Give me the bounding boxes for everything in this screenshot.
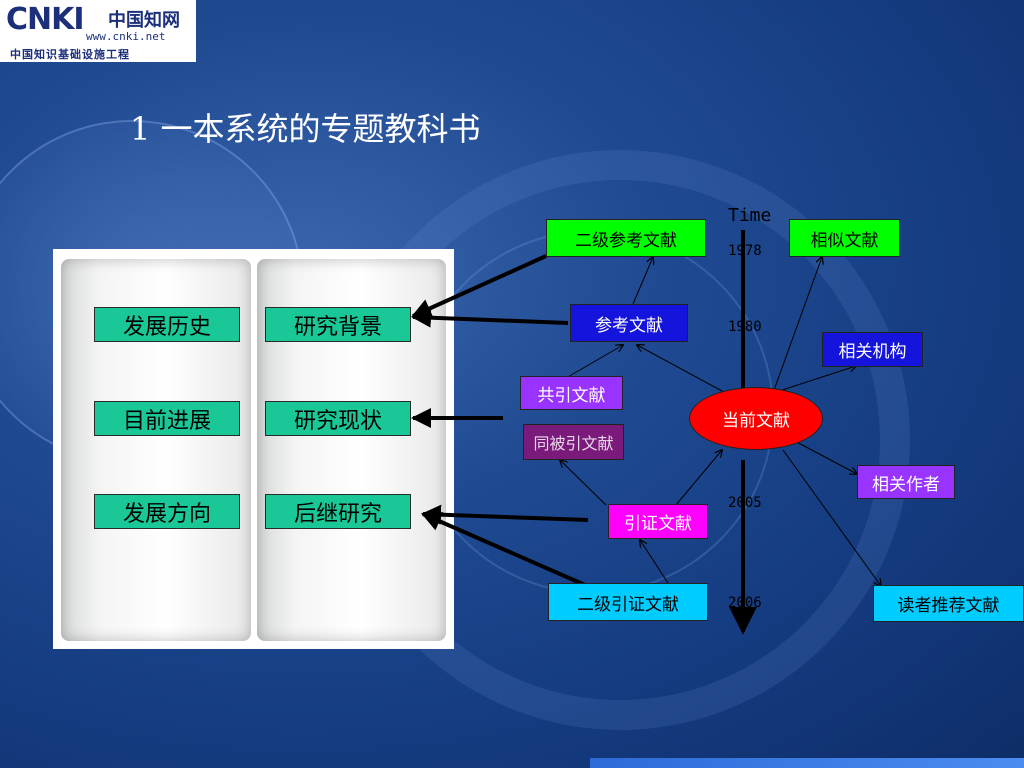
node-reference: 参考文献 <box>570 304 688 342</box>
cnki-logo: CNKI 中国知网 www.cnki.net 中国知识基础设施工程 <box>0 0 196 62</box>
arrow-current-to-author <box>792 439 857 474</box>
book-box-research-status: 研究现状 <box>265 401 411 436</box>
year-label-2006: 2006 <box>728 595 762 611</box>
node-citation: 引证文献 <box>608 504 708 539</box>
arrow-secondary-citation-to-book <box>421 512 586 587</box>
arrow-citation-to-current <box>675 450 722 506</box>
year-label-2005: 2005 <box>728 495 762 511</box>
bottom-accent-bar <box>590 758 1024 768</box>
node-related-institution: 相关机构 <box>822 332 923 367</box>
year-label-1980: 1980 <box>728 319 762 335</box>
arrow-reference-to-secondary-ref <box>632 257 653 305</box>
year-label-1978: 1978 <box>728 243 762 259</box>
book-box-development-direction: 发展方向 <box>94 494 240 529</box>
node-co-citation: 共引文献 <box>520 376 623 410</box>
node-secondary-citation: 二级引证文献 <box>548 583 708 621</box>
node-secondary-reference: 二级参考文献 <box>546 219 706 257</box>
arrow-cocitation-to-reference <box>565 345 623 379</box>
book-box-current-progress: 目前进展 <box>94 401 240 436</box>
node-current: 当前文献 <box>689 387 823 450</box>
node-reader-recommended: 读者推荐文献 <box>873 585 1024 622</box>
arrow-current-to-reader-recommended <box>782 449 881 586</box>
logo-brand: CNKI <box>6 2 85 37</box>
logo-url: www.cnki.net <box>86 30 166 43</box>
arrow-citation-to-book <box>421 504 589 525</box>
book-box-follow-up-research: 后继研究 <box>265 494 411 529</box>
arrow-current-to-reference <box>637 345 734 398</box>
time-axis-label: Time <box>728 205 772 226</box>
arrow-current-to-similar <box>772 257 822 394</box>
arrow-secondary-citation-to-citation <box>640 540 669 584</box>
arrow-secondary-ref-to-book <box>411 254 547 318</box>
node-related-author: 相关作者 <box>857 465 955 499</box>
logo-brand-cn: 中国知网 <box>108 10 180 31</box>
arrow-citation-to-cocited <box>560 460 607 506</box>
node-co-cited: 同被引文献 <box>523 424 624 460</box>
logo-tagline: 中国知识基础设施工程 <box>10 48 130 61</box>
book-box-research-background: 研究背景 <box>265 307 411 342</box>
arrow-current-to-institution <box>772 366 856 394</box>
slide-title: 1 一本系统的专题教科书 <box>130 110 481 148</box>
arrow-reference-to-book <box>411 307 569 328</box>
node-similar: 相似文献 <box>789 219 900 257</box>
book-box-development-history: 发展历史 <box>94 307 240 342</box>
